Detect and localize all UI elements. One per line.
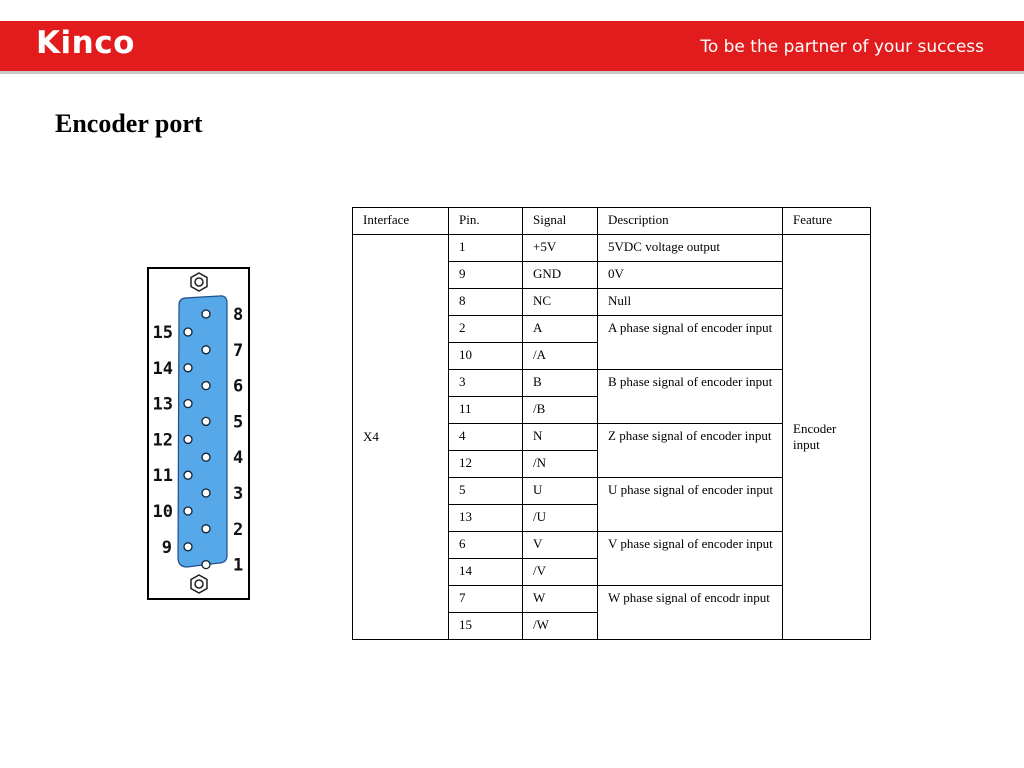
pin-cell: 9 bbox=[448, 261, 523, 289]
description-cell: Z phase signal of encoder input bbox=[597, 423, 783, 478]
column-header: Pin. bbox=[448, 207, 523, 235]
pin-cell: 15 bbox=[448, 612, 523, 640]
pin-cell: 14 bbox=[448, 558, 523, 586]
pin-hole bbox=[201, 416, 211, 427]
pin-number-label: 1 bbox=[233, 556, 243, 576]
signal-cell: /W bbox=[522, 612, 598, 640]
pin-hole bbox=[183, 470, 193, 480]
mount-screw-bottom-icon bbox=[190, 574, 208, 594]
signal-cell: N bbox=[522, 423, 598, 451]
pin-hole bbox=[201, 559, 211, 570]
signal-cell: U bbox=[522, 477, 598, 505]
pin-number-label: 3 bbox=[233, 484, 243, 504]
feature-cell: Encoder input bbox=[782, 234, 871, 640]
header-banner: Kinco To be the partner of your success bbox=[0, 21, 1024, 74]
pin-number-label: 9 bbox=[162, 538, 172, 558]
pin-cell: 2 bbox=[448, 315, 523, 343]
signal-cell: /U bbox=[522, 504, 598, 532]
pin-hole bbox=[201, 380, 211, 391]
pin-hole bbox=[183, 542, 193, 552]
signal-cell: +5V bbox=[522, 234, 598, 262]
column-header: Feature bbox=[782, 207, 871, 235]
table-row: 14/V bbox=[353, 558, 871, 586]
pin-cell: 4 bbox=[448, 423, 523, 451]
pin-hole bbox=[183, 434, 193, 445]
signal-cell: GND bbox=[522, 261, 598, 289]
pin-cell: 7 bbox=[448, 585, 523, 613]
pin-number-label: 7 bbox=[233, 341, 243, 361]
description-cell: V phase signal of encoder input bbox=[597, 531, 783, 586]
pin-number-label: 2 bbox=[233, 520, 243, 540]
pin-cell: 11 bbox=[448, 396, 523, 424]
signal-cell: W bbox=[522, 585, 598, 613]
description-cell: B phase signal of encoder input bbox=[597, 369, 783, 424]
description-cell: 5VDC voltage output bbox=[597, 234, 783, 262]
pin-hole bbox=[201, 524, 211, 534]
pin-cell: 1 bbox=[448, 234, 523, 262]
page-title: Encoder port bbox=[55, 109, 203, 138]
pin-number-label: 15 bbox=[153, 323, 173, 343]
signal-cell: /B bbox=[522, 396, 598, 424]
pin-number-label: 8 bbox=[233, 305, 243, 325]
db15-connector-diagram: 8 7 6 5 4 3 2 1 15 14 13 12 11 10 9 bbox=[147, 267, 250, 600]
pin-labels: 8 7 6 5 4 3 2 1 15 14 13 12 11 10 9 bbox=[153, 305, 244, 576]
pin-hole bbox=[201, 488, 211, 498]
pin-hole bbox=[201, 345, 211, 355]
signal-cell: /N bbox=[522, 450, 598, 478]
table-row: 12/N bbox=[353, 450, 871, 478]
column-header: Interface bbox=[352, 207, 449, 235]
pin-number-label: 12 bbox=[153, 430, 173, 450]
header-slogan: To be the partner of your success bbox=[700, 37, 984, 57]
pin-hole bbox=[201, 309, 211, 319]
description-cell: W phase signal of encodr input bbox=[597, 585, 783, 640]
pin-hole bbox=[183, 506, 193, 516]
description-cell: 0V bbox=[597, 261, 783, 289]
table-row: 13/U bbox=[353, 504, 871, 532]
pin-cell: 5 bbox=[448, 477, 523, 505]
pin-number-label: 14 bbox=[153, 359, 173, 379]
connector-shell bbox=[177, 295, 228, 568]
kinco-logo: Kinco bbox=[36, 25, 135, 61]
signal-cell: /A bbox=[522, 342, 598, 370]
pin-number-label: 13 bbox=[153, 395, 173, 415]
column-header: Signal bbox=[522, 207, 598, 235]
signal-cell: B bbox=[522, 369, 598, 397]
signal-cell: NC bbox=[522, 288, 598, 316]
pin-number-label: 11 bbox=[153, 466, 173, 486]
column-header: Description bbox=[597, 207, 783, 235]
pin-cell: 3 bbox=[448, 369, 523, 397]
pin-number-label: 10 bbox=[153, 502, 173, 522]
description-cell: U phase signal of encoder input bbox=[597, 477, 783, 532]
pin-number-label: 5 bbox=[233, 412, 243, 432]
signal-cell: A bbox=[522, 315, 598, 343]
table-row: 15/W bbox=[353, 612, 871, 640]
description-cell: A phase signal of encoder input bbox=[597, 315, 783, 370]
interface-cell: X4 bbox=[352, 234, 449, 640]
mount-screw-top-icon bbox=[190, 272, 208, 292]
pin-cell: 12 bbox=[448, 450, 523, 478]
pin-number-label: 4 bbox=[233, 448, 243, 468]
signal-cell: /V bbox=[522, 558, 598, 586]
pin-hole bbox=[183, 398, 193, 409]
pin-hole bbox=[201, 452, 211, 462]
pin-cell: 6 bbox=[448, 531, 523, 559]
description-cell: Null bbox=[597, 288, 783, 316]
pin-cell: 8 bbox=[448, 288, 523, 316]
pin-hole bbox=[183, 363, 193, 373]
pin-holes bbox=[183, 309, 211, 570]
pin-hole bbox=[183, 327, 193, 337]
pin-cell: 13 bbox=[448, 504, 523, 532]
pin-number-label: 6 bbox=[233, 377, 243, 397]
pin-cell: 10 bbox=[448, 342, 523, 370]
signal-cell: V bbox=[522, 531, 598, 559]
